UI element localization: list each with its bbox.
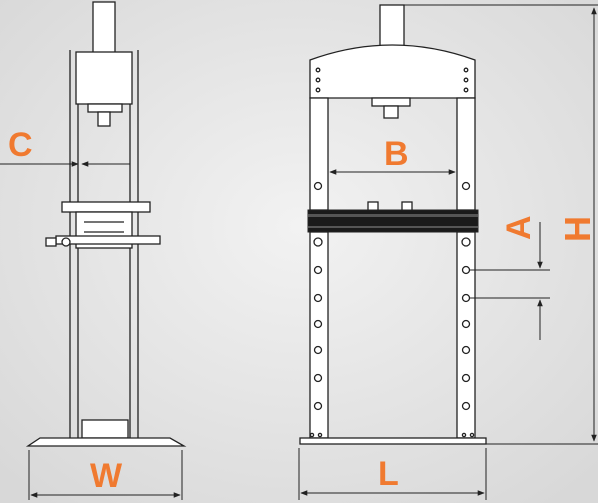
- front-lower-frame: [299, 231, 487, 445]
- label-c: C: [8, 126, 33, 164]
- side-lower-bar: [55, 235, 161, 245]
- dimension-h: [404, 4, 598, 445]
- side-ram: [97, 111, 111, 127]
- dimension-a: [470, 222, 550, 340]
- side-view-press: [25, 1, 187, 447]
- label-h: H: [557, 216, 598, 242]
- side-head-block: [75, 51, 133, 105]
- front-post-left-upper: [309, 97, 329, 211]
- side-table: [61, 201, 151, 213]
- front-view-press: [309, 4, 476, 213]
- dimension-l: [298, 448, 487, 500]
- label-b: B: [384, 135, 409, 173]
- side-ram-plate: [87, 103, 123, 113]
- label-w: W: [90, 457, 123, 495]
- front-beam: [307, 209, 479, 233]
- dimension-w: [28, 450, 183, 500]
- side-bottom-box: [81, 419, 129, 439]
- front-head: [309, 44, 476, 99]
- label-a: A: [500, 215, 538, 240]
- front-base: [299, 437, 487, 445]
- side-pump-knob: [61, 237, 71, 247]
- label-l: L: [378, 455, 399, 493]
- side-cylinder: [92, 1, 116, 61]
- front-ram: [383, 105, 399, 119]
- front-post-right-upper: [456, 97, 476, 211]
- front-ram-plate: [371, 97, 411, 107]
- side-base: [25, 437, 187, 447]
